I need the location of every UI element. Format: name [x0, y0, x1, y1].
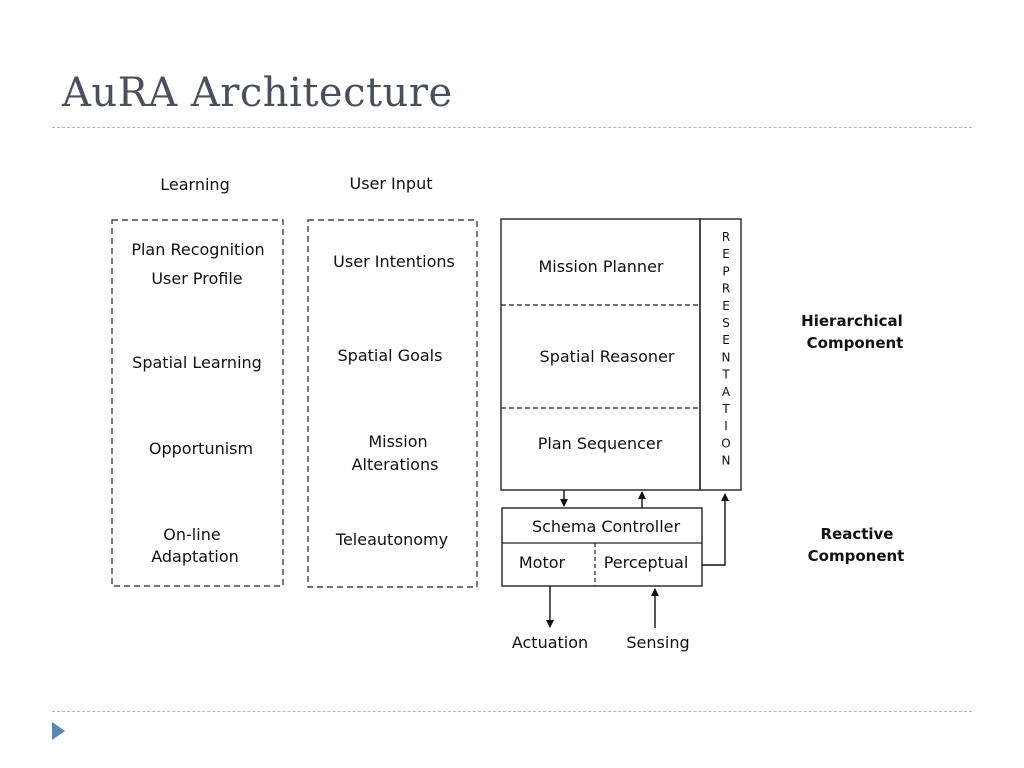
- learning-heading: Learning: [160, 175, 229, 194]
- arrow-perceptual-to-representation: [702, 493, 729, 566]
- reactive-label-line1: Reactive: [820, 525, 893, 543]
- spatial-reasoner-label: Spatial Reasoner: [540, 347, 675, 366]
- representation-letter: R: [722, 282, 730, 296]
- plan-sequencer-label: Plan Sequencer: [538, 434, 663, 453]
- perceptual-label: Perceptual: [604, 553, 689, 572]
- user-input-item-alterations: Alterations: [352, 455, 439, 474]
- representation-letter: I: [724, 419, 728, 433]
- user-input-item-user-intentions: User Intentions: [333, 252, 455, 271]
- representation-letter: A: [722, 385, 731, 399]
- user-input-heading: User Input: [350, 174, 433, 193]
- sensing-label: Sensing: [626, 633, 689, 652]
- motor-label: Motor: [519, 553, 566, 572]
- representation-bar: [699, 218, 742, 491]
- representation-letter: E: [722, 333, 730, 347]
- learning-item-user-profile: User Profile: [151, 269, 242, 288]
- learning-item-plan-recognition: Plan Recognition: [131, 240, 264, 259]
- representation-letter: P: [722, 264, 729, 278]
- mission-planner-label: Mission Planner: [539, 257, 664, 276]
- schema-controller-label: Schema Controller: [532, 517, 681, 536]
- representation-letter: N: [722, 454, 731, 468]
- representation-letter: E: [722, 299, 730, 313]
- user-input-item-mission: Mission: [368, 432, 427, 451]
- learning-item-online: On-line: [163, 525, 220, 544]
- learning-item-spatial-learning: Spatial Learning: [132, 353, 262, 372]
- user-input-item-spatial-goals: Spatial Goals: [338, 346, 443, 365]
- representation-letter: R: [722, 230, 730, 244]
- representation-letter: T: [721, 402, 730, 416]
- learning-box: [111, 219, 284, 587]
- learning-item-opportunism: Opportunism: [149, 439, 253, 458]
- representation-letter: O: [721, 436, 730, 450]
- slide-bullet-icon: [52, 722, 65, 740]
- title-divider: [52, 127, 972, 128]
- reactive-label-line2: Component: [808, 547, 905, 565]
- user-input-box: [307, 219, 478, 588]
- learning-item-adaptation: Adaptation: [151, 547, 239, 566]
- representation-letter: T: [721, 368, 730, 382]
- reactive-block: [501, 507, 703, 587]
- representation-letter: S: [722, 316, 730, 330]
- representation-letter: N: [722, 350, 731, 364]
- representation-letter: E: [722, 247, 730, 261]
- hierarchical-label-line1: Hierarchical: [801, 312, 903, 330]
- hierarchical-label-line2: Component: [807, 334, 904, 352]
- footer-divider: [52, 711, 972, 712]
- actuation-label: Actuation: [512, 633, 588, 652]
- user-input-item-teleautonomy: Teleautonomy: [335, 530, 448, 549]
- slide-title: AuRA Architecture: [62, 70, 453, 116]
